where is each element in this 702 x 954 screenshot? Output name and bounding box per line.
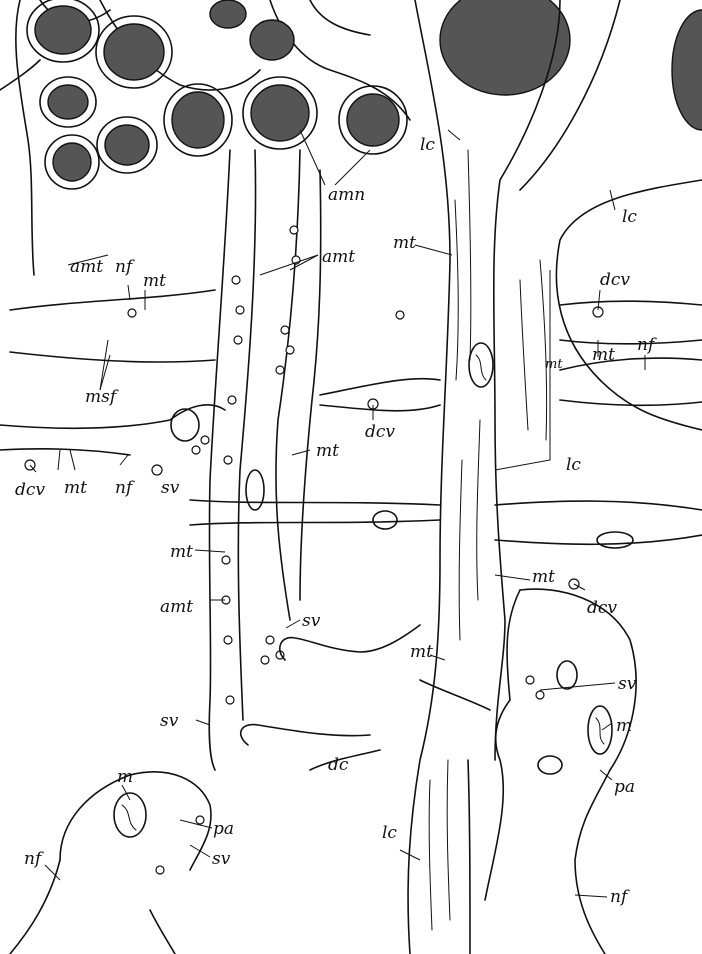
- cell-body-cluster: [0, 0, 702, 275]
- large-cell-nucleus: [440, 0, 570, 95]
- mitochondrion: [373, 511, 397, 529]
- label-m: m: [616, 716, 632, 736]
- cell-nucleus: [172, 92, 224, 148]
- label-sv: sv: [161, 478, 180, 498]
- nerve-fiber-bundles: [0, 290, 702, 544]
- label-mt: mt: [143, 271, 166, 291]
- label-amt: amt: [322, 247, 355, 267]
- cell-nucleus: [347, 94, 399, 146]
- terminal-bulbs: [241, 625, 490, 770]
- cell-nucleus: [251, 85, 309, 141]
- label-pa: pa: [614, 777, 635, 797]
- label-mt: mt: [532, 567, 555, 587]
- cell-nucleus: [53, 143, 91, 181]
- label-amt: amt: [160, 597, 193, 617]
- label-sv: sv: [302, 611, 321, 631]
- microtubules: [429, 150, 546, 930]
- cell-nucleus: [104, 24, 164, 80]
- cell-nucleus: [210, 0, 246, 28]
- label-lc: lc: [566, 455, 581, 475]
- mitochondrion: [597, 532, 633, 548]
- label-nf: nf: [115, 257, 135, 277]
- synaptic-vesicles: [25, 226, 603, 874]
- cell-nucleus: [250, 20, 294, 60]
- label-nf: nf: [115, 478, 135, 498]
- mitochondrion: [246, 470, 264, 510]
- label-dcv: dcv: [587, 598, 617, 618]
- label-mt-small: mt: [545, 357, 563, 372]
- large-cell-process: [408, 0, 702, 954]
- labels: amn amt amt nf mt lc lc mt dcv mt nf mt …: [15, 135, 657, 907]
- label-dcv: dcv: [600, 270, 630, 290]
- label-amt: amt: [70, 257, 103, 277]
- label-sv: sv: [160, 711, 179, 731]
- label-nf: nf: [610, 887, 630, 907]
- label-dcv: dcv: [365, 422, 395, 442]
- label-sv: sv: [212, 849, 231, 869]
- cell-nucleus: [105, 125, 149, 165]
- label-mt: mt: [393, 233, 416, 253]
- cell-nucleus: [48, 85, 88, 119]
- label-dc: dc: [328, 755, 349, 775]
- cell-nucleus: [35, 6, 91, 54]
- label-msf: msf: [85, 387, 119, 407]
- label-dcv: dcv: [15, 480, 45, 500]
- label-lc: lc: [622, 207, 637, 227]
- large-cell-nucleus: [672, 10, 702, 130]
- label-lc: lc: [382, 823, 397, 843]
- label-mt: mt: [592, 345, 615, 365]
- label-amn: amn: [328, 185, 365, 205]
- label-pa: pa: [213, 819, 234, 839]
- label-mt: mt: [64, 478, 87, 498]
- presynaptic-terminals: [10, 409, 636, 954]
- label-sv: sv: [618, 674, 637, 694]
- label-mt: mt: [410, 642, 433, 662]
- label-mt: mt: [170, 542, 193, 562]
- label-nf: nf: [637, 335, 657, 355]
- label-nf: nf: [24, 849, 44, 869]
- mitochondrion: [538, 756, 562, 774]
- label-m: m: [117, 767, 133, 787]
- mitochondrion: [557, 661, 577, 689]
- label-lc: lc: [420, 135, 435, 155]
- label-mt: mt: [316, 441, 339, 461]
- mitochondrion: [171, 409, 199, 441]
